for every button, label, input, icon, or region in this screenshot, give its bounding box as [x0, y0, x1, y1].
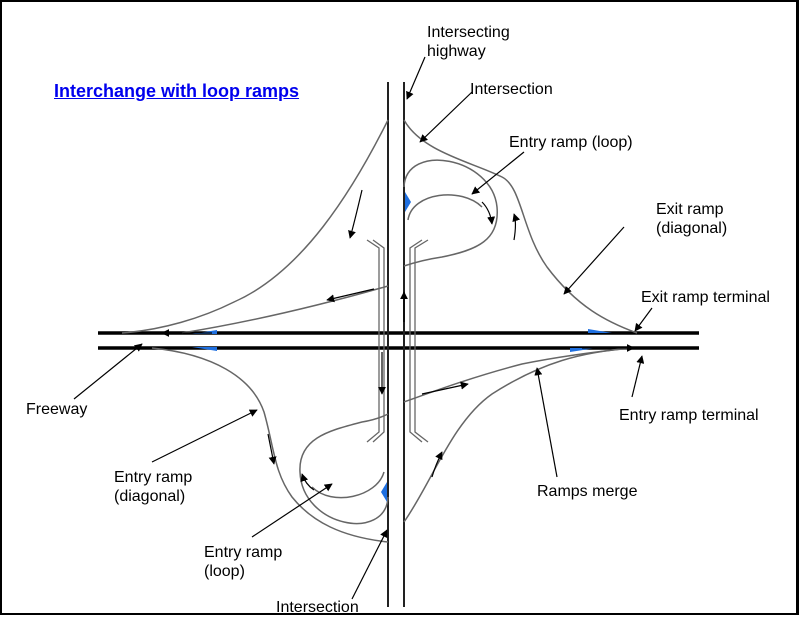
label-entry-ramp-diagonal: Entry ramp (diagonal)	[114, 469, 193, 505]
intersecting-highway-road	[387, 82, 405, 607]
flow-arrows	[161, 189, 635, 491]
leader-arrows	[73, 56, 653, 600]
ramp-se-inner	[403, 347, 633, 403]
freeway-road	[98, 331, 699, 350]
ramp-sw-diagonal	[151, 347, 389, 543]
ramp-ne-loop-inner	[407, 194, 483, 221]
label-entry-ramp-loop-bottom: Entry ramp (loop)	[204, 544, 283, 580]
taper-markers	[192, 192, 612, 502]
label-exit-ramp-diagonal: Exit ramp (diagonal)	[656, 201, 728, 237]
ramp-nw-outer	[121, 119, 389, 334]
label-entry-ramp-loop-top: Entry ramp (loop)	[509, 134, 633, 151]
ramps	[121, 119, 638, 543]
label-intersecting-highway: Intersecting highway	[427, 24, 510, 60]
ramp-sw-loop-inner	[311, 471, 385, 499]
page-title: Interchange with loop ramps	[54, 81, 300, 101]
label-intersection-bottom: Intersection	[276, 599, 359, 616]
ramp-ne-diagonal	[403, 119, 638, 334]
ramp-se-diagonal	[403, 347, 633, 523]
label-ramps-merge: Ramps merge	[537, 483, 638, 500]
ramp-sw-loop	[299, 413, 389, 525]
label-entry-ramp-terminal: Entry ramp terminal	[619, 407, 759, 424]
label-exit-ramp-terminal: Exit ramp terminal	[641, 289, 770, 306]
label-intersection-top: Intersection	[470, 81, 553, 98]
ramp-nw-inner	[181, 285, 389, 334]
highway-medians	[366, 239, 429, 443]
label-freeway: Freeway	[26, 401, 88, 418]
ramp-ne-loop	[403, 159, 498, 267]
